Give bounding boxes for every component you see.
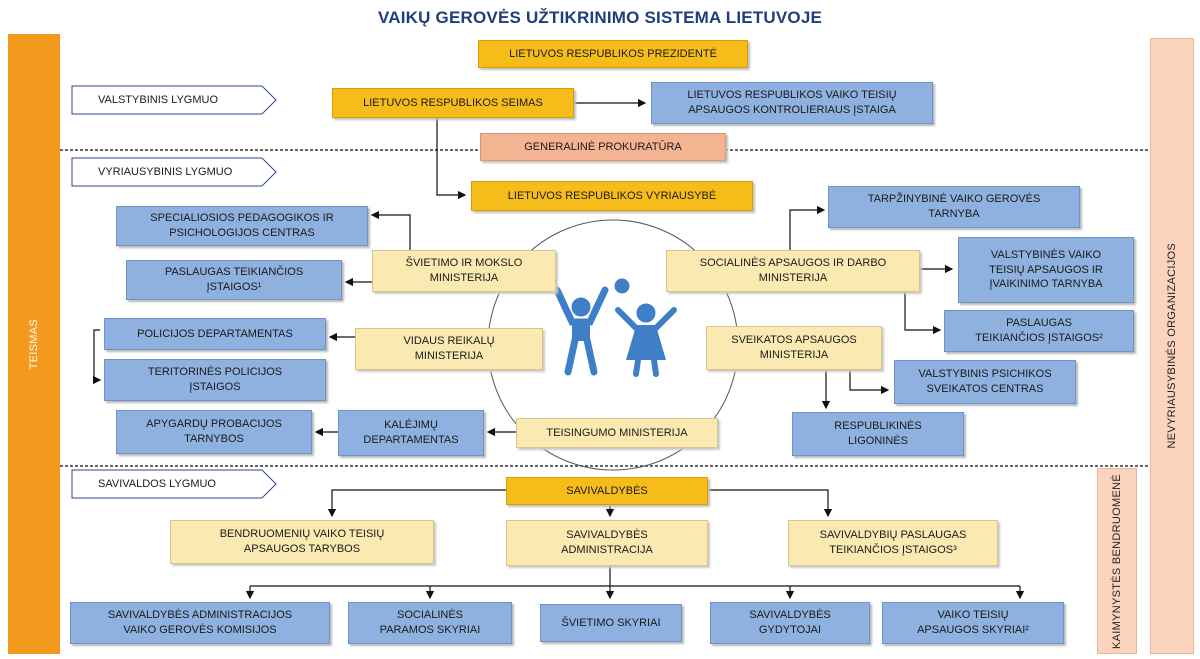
municipal-doctors-box: SAVIVALDYBĖS GYDYTOJAI xyxy=(710,602,870,644)
hospitals-box: RESPUBLIKINĖS LIGONINĖS xyxy=(792,412,964,456)
welfare-commission-box: SAVIVALDYBĖS ADMINISTRACIJOS VAIKO GEROV… xyxy=(70,602,330,644)
child-rights-depts-box: VAIKO TEISIŲ APSAUGOS SKYRIAI² xyxy=(882,602,1064,644)
municipal-level-shape xyxy=(71,469,277,499)
government-box: LIETUVOS RESPUBLIKOS VYRIAUSYBĖ xyxy=(471,181,753,211)
ball-icon xyxy=(614,278,630,294)
page-title: VAIKŲ GEROVĖS UŽTIKRINIMO SISTEMA LIETUV… xyxy=(377,8,823,27)
prison-dept-box: KALĖJIMŲ DEPARTAMENTAS xyxy=(338,410,484,456)
interior-ministry-box: VIDAUS REIKALŲ MINISTERIJA xyxy=(355,328,543,370)
ngo-bar: NEVYRIAUSYBINĖS ORGANIZACIJOS xyxy=(1150,38,1194,654)
children-icon xyxy=(553,278,677,377)
health-ministry-box: SVEIKATOS APSAUGOS MINISTERIJA xyxy=(706,326,882,370)
seimas-box: LIETUVOS RESPUBLIKOS SEIMAS xyxy=(332,88,574,118)
government-level-label: VYRIAUSYBINIS LYGMUO xyxy=(98,165,233,178)
interinstitutional-box: TARPŽINYBINĖ VAIKO GEROVĖS TARNYBA xyxy=(828,186,1080,228)
municipalities-box: SAVIVALDYBĖS xyxy=(506,477,708,505)
probation-box: APYGARDŲ PROBACIJOS TARNYBOS xyxy=(116,410,312,454)
mental-health-box: VALSTYBINIS PSICHIKOS SVEIKATOS CENTRAS xyxy=(894,360,1076,404)
state-level-label: VALSTYBINIS LYGMUO xyxy=(98,93,219,106)
education-dept-box: ŠVIETIMO SKYRIAI xyxy=(540,604,682,642)
pedagogy-centre-box: SPECIALIOSIOS PEDAGOGIKOS IR PSICHOLOGIJ… xyxy=(116,206,368,246)
social-support-box: SOCIALINĖS PARAMOS SKYRIAI xyxy=(348,602,512,644)
territorial-police-box: TERITORINĖS POLICIJOS ĮSTAIGOS xyxy=(104,359,326,401)
government-level-shape xyxy=(71,157,277,187)
prosecutor-box: GENERALINĖ PROKURATŪRA xyxy=(480,133,726,161)
municipal-services-box: SAVIVALDYBIŲ PASLAUGAS TEIKIANČIOS ĮSTAI… xyxy=(788,520,998,566)
municipal-level-label: SAVIVALDOS LYGMUO xyxy=(98,477,216,490)
education-ministry-box: ŠVIETIMO IR MOKSLO MINISTERIJA xyxy=(372,250,556,292)
community-bar: KAIMYNYSTĖS BENDRUOMENĖ xyxy=(1097,468,1137,654)
community-councils-box: BENDRUOMENIŲ VAIKO TEISIŲ APSAUGOS TARYB… xyxy=(170,520,434,564)
ombudsman-box: LIETUVOS RESPUBLIKOS VAIKO TEISIŲ APSAUG… xyxy=(651,82,933,124)
justice-ministry-box: TEISINGUMO MINISTERIJA xyxy=(516,418,718,448)
state-level-shape xyxy=(71,85,277,115)
social-services-box: PASLAUGAS TEIKIANČIOS ĮSTAIGOS² xyxy=(944,310,1134,352)
education-services-box: PASLAUGAS TEIKIANČIOS ĮSTAIGOS¹ xyxy=(126,260,342,300)
court-bar: TEISMAS xyxy=(8,34,60,654)
child-rights-service-box: VALSTYBINĖS VAIKO TEISIŲ APSAUGOS IR ĮVA… xyxy=(958,237,1134,303)
social-ministry-box: SOCIALINĖS APSAUGOS IR DARBO MINISTERIJA xyxy=(666,250,920,292)
police-dept-box: POLICIJOS DEPARTAMENTAS xyxy=(104,318,326,350)
president-box: LIETUVOS RESPUBLIKOS PREZIDENTĖ xyxy=(478,40,748,68)
municipal-admin-box: SAVIVALDYBĖS ADMINISTRACIJA xyxy=(506,520,708,566)
